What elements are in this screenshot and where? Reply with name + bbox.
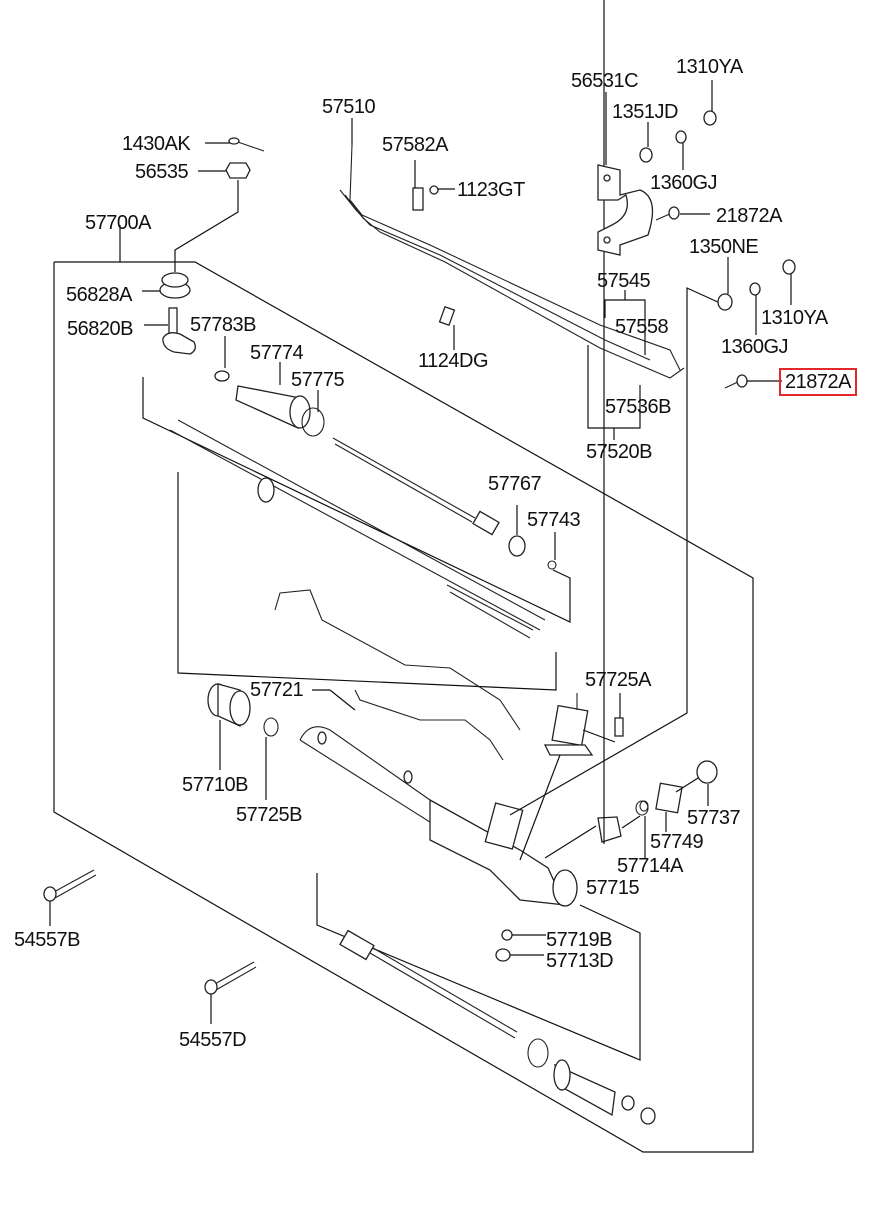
castle-nut-56535: [225, 162, 251, 179]
clamp-57783B: [214, 370, 230, 382]
bellows-57774: [235, 385, 311, 429]
bolt-57725A: [614, 717, 624, 737]
part-label-56820B[interactable]: 56820B: [67, 318, 133, 340]
nut-57713D: [495, 948, 511, 962]
part-label-56535[interactable]: 56535: [135, 161, 189, 183]
part-label-57545[interactable]: 57545: [597, 270, 651, 292]
bolt-1124DG: [438, 305, 456, 327]
bolt-1123GT: [429, 185, 439, 195]
part-label-1351JD[interactable]: 1351JD: [612, 101, 678, 123]
part-label-1360GJ-right[interactable]: 1360GJ: [721, 336, 789, 358]
ring-57743: [547, 560, 557, 570]
part-label-57536B[interactable]: 57536B: [605, 396, 671, 418]
part-label-57725A[interactable]: 57725A: [585, 669, 651, 691]
part-label-57715[interactable]: 57715: [586, 877, 640, 899]
part-label-56828A[interactable]: 56828A: [66, 284, 132, 306]
bellows-lower: [553, 1059, 616, 1117]
part-label-1360GJ-top[interactable]: 1360GJ: [650, 172, 718, 194]
gear-housing: [299, 726, 578, 907]
part-label-57749[interactable]: 57749: [650, 831, 704, 853]
part-label-57767[interactable]: 57767: [488, 473, 542, 495]
washer-1360GJ-right: [749, 282, 761, 296]
part-label-57520B[interactable]: 57520B: [586, 441, 652, 463]
nut-57767: [508, 535, 526, 557]
part-label-1310YA-top[interactable]: 1310YA: [676, 56, 743, 78]
part-label-57774[interactable]: 57774: [250, 342, 304, 364]
part-label-57713D[interactable]: 57713D: [546, 950, 614, 972]
yoke-57715: [597, 816, 622, 843]
part-label-1310YA-right[interactable]: 1310YA: [761, 307, 828, 329]
band-57775: [301, 407, 325, 437]
nut-57719B: [501, 929, 513, 941]
dust-cover-56828A: [159, 272, 191, 299]
nut-1310YA-top: [703, 110, 717, 126]
part-label-57743[interactable]: 57743: [527, 509, 581, 531]
part-label-54557B[interactable]: 54557B: [14, 929, 80, 951]
tie-rod-end-56820B: [162, 307, 196, 355]
part-label-54557D[interactable]: 54557D: [179, 1029, 247, 1051]
spring-57714A: [635, 800, 649, 816]
nut-1310YA-right: [782, 259, 796, 275]
part-label-1123GT[interactable]: 1123GT: [457, 179, 525, 201]
part-label-1124DG[interactable]: 1124DG: [418, 350, 489, 372]
piston-57710B: [207, 683, 251, 727]
part-label-57700A[interactable]: 57700A: [85, 212, 151, 234]
lower-inner-tie-rod: [339, 929, 518, 1039]
part-label-57582A[interactable]: 57582A: [382, 134, 448, 156]
part-label-57510[interactable]: 57510: [322, 96, 376, 118]
washer-1350NE: [717, 293, 733, 311]
part-label-57721[interactable]: 57721: [250, 679, 304, 701]
part-label-1350NE[interactable]: 1350NE: [689, 236, 759, 258]
clip-57582A: [412, 187, 424, 211]
part-label-57725B[interactable]: 57725B: [236, 804, 302, 826]
part-label-57558[interactable]: 57558: [615, 316, 669, 338]
washer-1351JD: [639, 147, 653, 163]
bracket-56531C: [597, 164, 654, 256]
part-label-57783B[interactable]: 57783B: [190, 314, 256, 336]
band-lower: [527, 1038, 549, 1068]
cotter-pin-1430AK: [228, 137, 265, 152]
part-label-57775[interactable]: 57775: [291, 369, 345, 391]
part-label-57714A[interactable]: 57714A: [617, 855, 683, 877]
bolt-21872A-top: [655, 206, 680, 221]
part-label-57710B[interactable]: 57710B: [182, 774, 248, 796]
o-ring-57725B: [263, 717, 279, 737]
part-label-21872A-top[interactable]: 21872A: [716, 205, 782, 227]
pressure-hose-57510: [339, 144, 685, 379]
part-label-1430AK[interactable]: 1430AK: [122, 133, 191, 155]
rack-bar: [169, 419, 546, 639]
inner-tie-rod: [332, 437, 500, 536]
clamp-lower: [621, 1095, 635, 1111]
cap-57737: [696, 760, 718, 784]
nut-lower: [640, 1107, 656, 1125]
part-label-57737[interactable]: 57737: [687, 807, 741, 829]
bolt-54557D: [204, 961, 257, 995]
assembly-outline: [53, 261, 754, 1153]
feed-tube-57721: [274, 589, 521, 761]
bolt-21872A-selected: [724, 374, 748, 389]
part-label-21872A-selected[interactable]: 21872A: [779, 368, 857, 396]
part-label-56531C[interactable]: 56531C: [571, 70, 639, 92]
yoke-plug-57749: [655, 782, 683, 814]
bolt-54557B: [43, 869, 97, 902]
part-label-57719B[interactable]: 57719B: [546, 929, 612, 951]
valve-body: [543, 693, 594, 756]
washer-1360GJ-top: [675, 130, 687, 144]
